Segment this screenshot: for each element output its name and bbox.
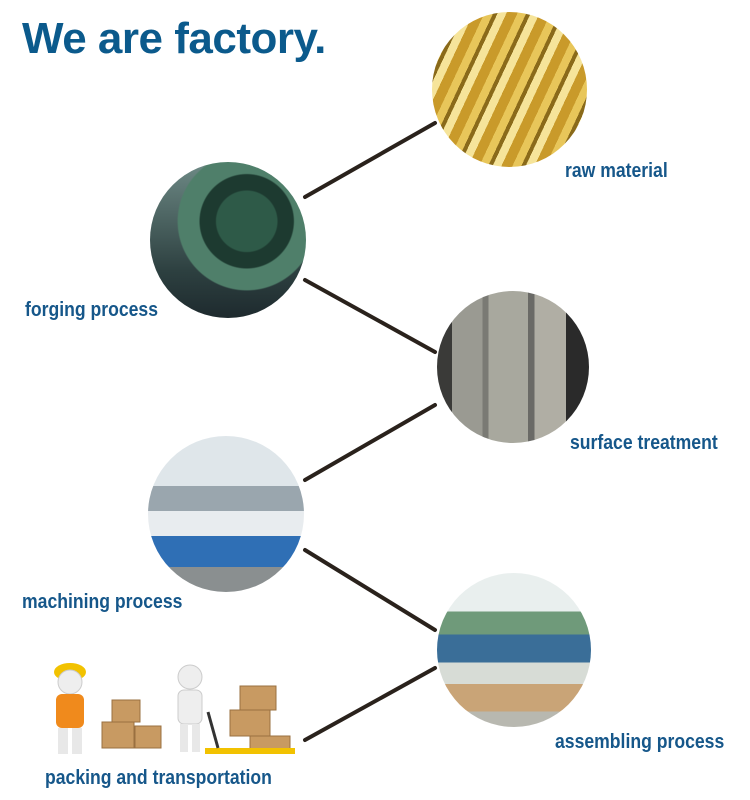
assembling-process-photo <box>437 573 591 727</box>
machining-process-photo <box>148 436 304 592</box>
page-title: We are factory. <box>22 14 326 63</box>
connector-forging-surface <box>303 278 437 354</box>
worker-with-helmet-icon <box>54 663 86 754</box>
machining-process-label: machining process <box>22 591 183 613</box>
connector-machining-assembling <box>303 548 437 632</box>
surface-treatment-label: surface treatment <box>570 432 718 454</box>
worker-with-pallet-jack-icon <box>177 664 295 754</box>
assembling-process-label: assembling process <box>555 731 725 753</box>
raw-material-label: raw material <box>565 160 668 182</box>
connector-machining-surface <box>303 403 437 482</box>
connector-packing-assembling <box>303 666 437 742</box>
packing-transportation-label: packing and transportation <box>45 767 272 789</box>
packing-illustration <box>54 663 295 754</box>
forging-process-photo <box>150 162 306 318</box>
raw-material-photo <box>432 12 587 167</box>
surface-treatment-photo <box>437 291 589 443</box>
connector-forging-raw <box>303 121 437 199</box>
boxes-icon <box>101 685 291 751</box>
forging-process-label: forging process <box>25 299 159 321</box>
